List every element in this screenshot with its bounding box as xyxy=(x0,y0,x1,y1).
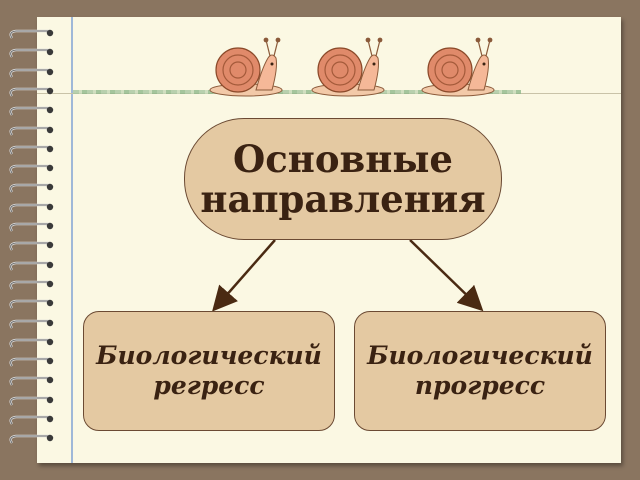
binding-ring xyxy=(9,87,54,97)
snail-icon xyxy=(311,37,385,97)
binding-ring xyxy=(9,203,54,213)
binding-ring xyxy=(9,261,54,271)
regress-label-line1: Биологический xyxy=(96,341,322,370)
binding-ring xyxy=(9,49,54,58)
progress-node: Биологический прогресс xyxy=(354,311,606,431)
regress-label-line2: регресс xyxy=(153,371,265,400)
binding-ring xyxy=(9,338,54,348)
binding-ring xyxy=(9,299,54,309)
grass-strip xyxy=(73,90,521,94)
snail-icon xyxy=(209,37,283,97)
snail-icon xyxy=(421,37,495,97)
binding-ring xyxy=(9,222,54,232)
binding-ring xyxy=(9,377,54,387)
root-node: Основные направления xyxy=(184,118,502,240)
binding-ring xyxy=(9,126,54,136)
progress-label-line1: Биологический xyxy=(367,341,593,370)
binding-ring xyxy=(9,415,54,425)
progress-label-line2: прогресс xyxy=(414,371,546,400)
binding-ring xyxy=(9,29,54,39)
binding-ring xyxy=(9,396,54,406)
root-label-line2: направления xyxy=(200,177,486,221)
binding-ring xyxy=(9,68,54,78)
binding-ring xyxy=(9,184,54,194)
margin-line xyxy=(71,17,73,463)
binding-ring xyxy=(9,164,54,174)
binding-ring xyxy=(9,280,54,290)
binding-ring xyxy=(9,357,54,367)
binding-ring xyxy=(9,106,54,116)
root-label-line1: Основные xyxy=(233,137,453,181)
binding-ring xyxy=(9,319,54,329)
regress-node: Биологический регресс xyxy=(83,311,335,431)
binding-ring xyxy=(9,435,54,444)
binding-ring xyxy=(9,242,54,251)
binding-ring xyxy=(9,145,54,155)
